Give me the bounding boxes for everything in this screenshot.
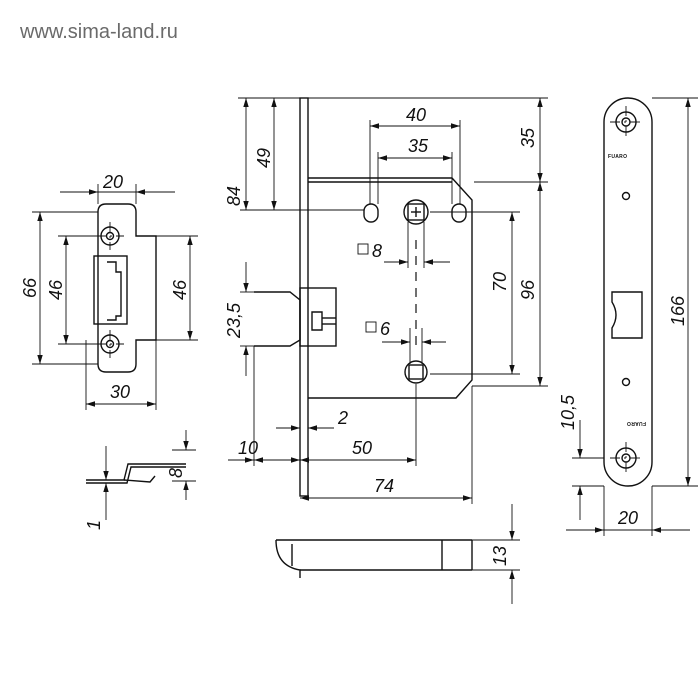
dim-strike-46-right: 46	[170, 279, 190, 300]
dim-square-6: 6	[380, 319, 391, 339]
dim-strike-66: 66	[20, 277, 40, 298]
watermark-url: www.sima-land.ru	[19, 21, 178, 43]
faceplate-dimensions: 166 10,5 20	[558, 97, 698, 536]
dim-40: 40	[406, 105, 426, 125]
strike-side-view: 8 1	[84, 430, 196, 530]
brand-mark-bottom: FUARO	[627, 420, 646, 426]
dim-strike-30: 30	[110, 382, 130, 402]
dim-96: 96	[518, 279, 538, 300]
dim-square-8: 8	[372, 241, 382, 261]
dim-84: 84	[224, 186, 244, 206]
dim-10: 10	[238, 438, 258, 458]
brand-mark-top: FUARO	[608, 154, 627, 160]
dim-10-5: 10,5	[558, 394, 578, 430]
dim-35-right: 35	[518, 127, 538, 148]
dim-strike-depth-8: 8	[166, 468, 186, 478]
strike-dimensions: 20 66 46 46 30	[20, 172, 198, 410]
dim-strike-thickness-1: 1	[84, 520, 104, 530]
dim-70: 70	[490, 272, 510, 292]
dim-2: 2	[337, 408, 348, 428]
dim-35-mid: 35	[408, 136, 429, 156]
dim-166: 166	[668, 295, 688, 326]
dim-13: 13	[490, 546, 510, 566]
dim-23-5: 23,5	[224, 302, 244, 339]
lock-bottom-view: 13	[275, 504, 520, 604]
strike-plate-front	[93, 203, 157, 373]
dim-50: 50	[352, 438, 372, 458]
dim-74: 74	[374, 476, 394, 496]
lock-dimensions: 84 49 40 35 35 96 70 8	[224, 97, 548, 504]
dim-faceplate-20: 20	[617, 508, 638, 528]
dim-strike-46-left: 46	[46, 279, 66, 300]
dim-49: 49	[254, 148, 274, 168]
faceplate: FUARO FUARO	[603, 97, 653, 487]
dim-strike-20: 20	[102, 172, 123, 192]
